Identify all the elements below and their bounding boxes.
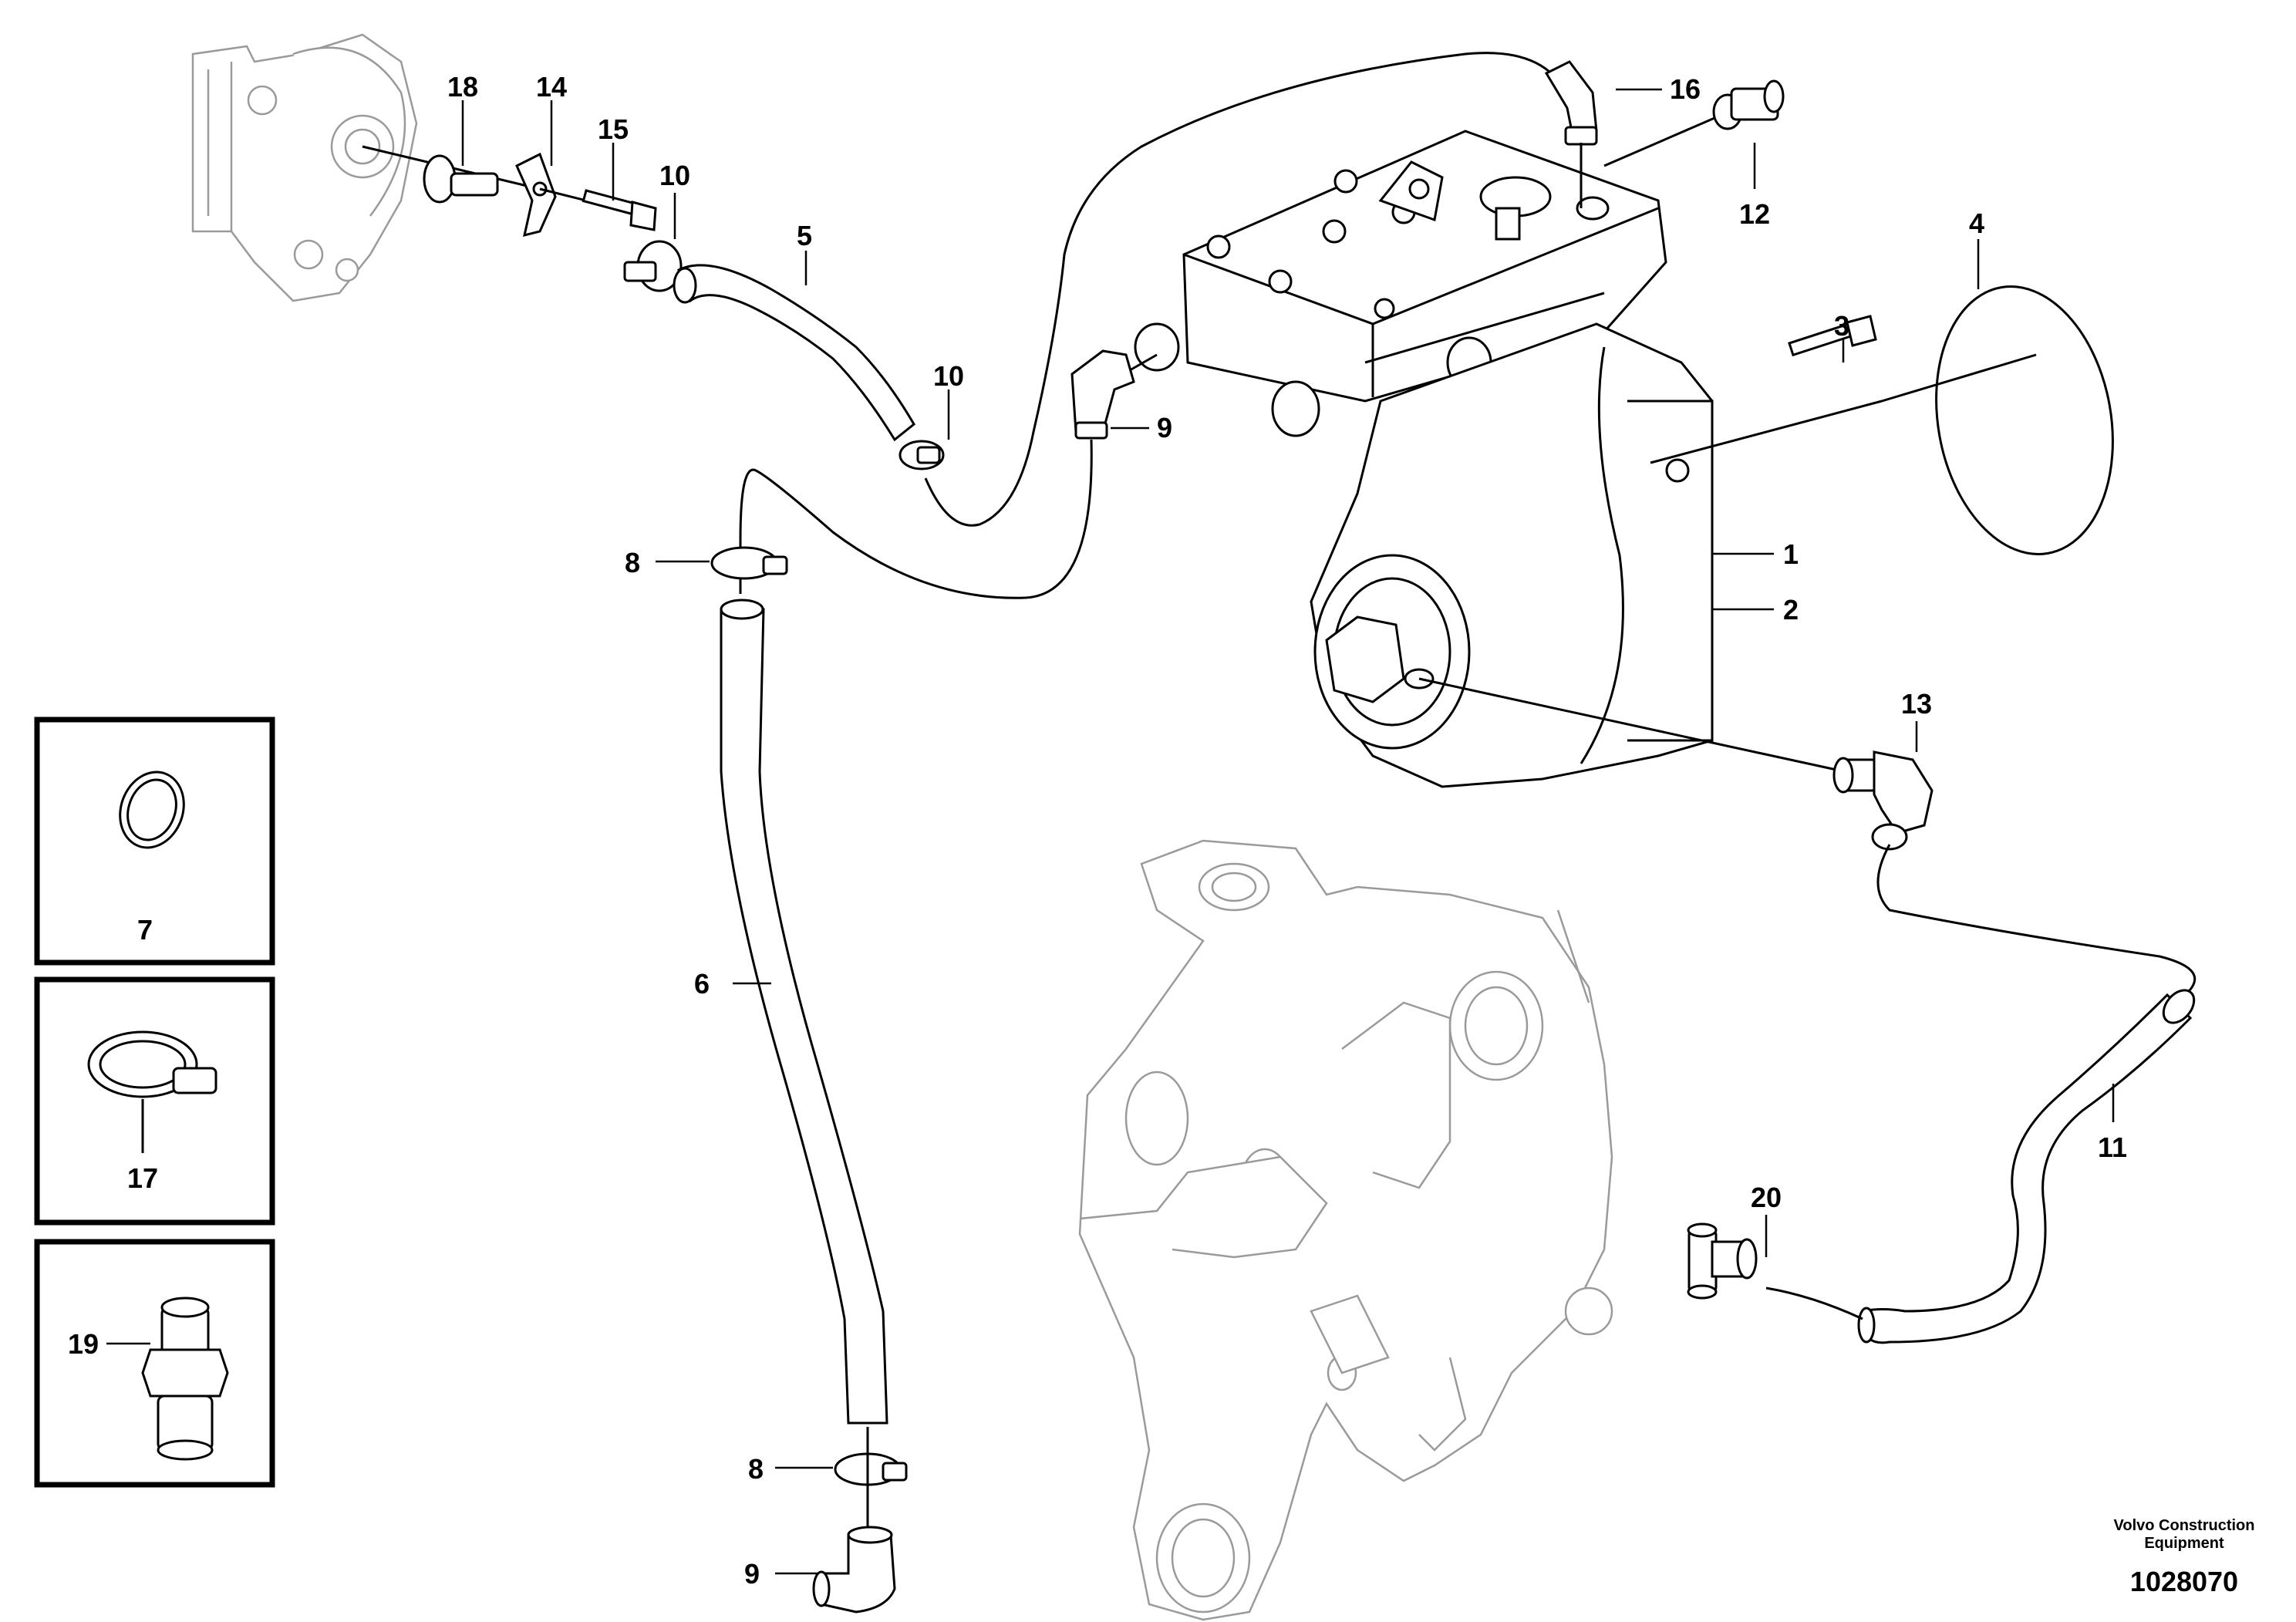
elbow-fitting-9-upper (1070, 349, 1158, 440)
callout-3: 3 (1834, 310, 1849, 342)
hose-6 (720, 599, 888, 1425)
elbow-fitting-16 (1544, 60, 1598, 208)
callout-2: 2 (1783, 594, 1799, 626)
brand-line-1: Volvo Construction (2114, 1517, 2255, 1534)
callout-4: 4 (1969, 207, 1984, 239)
brand-line-2: Equipment (2144, 1535, 2224, 1552)
callout-8-upper: 8 (625, 547, 640, 578)
pipe-tee-to-hose-11 (1765, 1286, 1863, 1320)
callout-12: 12 (1739, 198, 1770, 230)
compressor-head (1134, 130, 1667, 437)
elbow-fitting-13 (1832, 750, 1934, 851)
inset-box-7 (34, 717, 275, 966)
callout-16: 16 (1670, 73, 1701, 105)
inset-box-17 (34, 976, 275, 1226)
callout-8-lower: 8 (748, 1453, 764, 1485)
engine-mount-housing (191, 33, 418, 302)
callout-7: 7 (137, 914, 153, 946)
bolt-3 (1788, 315, 1877, 357)
pipe-upper-loop (924, 52, 1567, 527)
callout-14: 14 (536, 71, 567, 103)
callout-13: 13 (1901, 688, 1932, 720)
callout-10-lower: 10 (933, 360, 964, 392)
hose-11 (1857, 989, 2196, 1344)
callout-6: 6 (694, 968, 710, 1000)
engine-block-ghost (1078, 839, 1613, 1621)
hose-clamp-10-upper (623, 240, 683, 292)
callouts: 18 14 15 10 5 10 9 8 6 8 9 16 12 4 3 1 2… (68, 71, 2127, 1590)
callout-9-upper: 9 (1157, 412, 1172, 443)
callout-20: 20 (1751, 1182, 1782, 1213)
plug-12 (1603, 79, 1785, 167)
tee-fitting-20 (1687, 1222, 1758, 1300)
elbow-fitting-9-lower (812, 1526, 896, 1614)
hose-clamp-10-lower (899, 440, 945, 470)
bracket-14 (515, 152, 557, 238)
hose-5 (673, 264, 915, 442)
callout-17: 17 (127, 1162, 158, 1194)
pipe-to-elbow-13 (1418, 677, 1844, 773)
hose-clamp-8-upper (710, 546, 788, 580)
footer: Volvo Construction Equipment 1028070 (2114, 1517, 2255, 1597)
callout-10-upper: 10 (659, 160, 690, 191)
callout-5: 5 (797, 220, 812, 251)
drawing-number: 1028070 (2130, 1566, 2238, 1597)
callout-15: 15 (598, 113, 629, 145)
callout-19: 19 (68, 1328, 99, 1360)
callout-11: 11 (2098, 1131, 2127, 1163)
callout-18: 18 (447, 71, 478, 103)
inset-box-19 (34, 1239, 275, 1488)
compressor-body (1310, 322, 1714, 788)
bolt-15 (539, 187, 657, 231)
callout-1: 1 (1783, 538, 1799, 570)
pipe-to-hose-11 (1876, 844, 2197, 1004)
callout-9-lower: 9 (744, 1558, 760, 1590)
pipe-to-hose-6 (739, 439, 1093, 599)
hose-clamp-8-lower (834, 1427, 908, 1535)
leader-lines (106, 88, 2115, 1575)
fitting-18 (362, 145, 541, 204)
o-ring-4 (1881, 285, 2114, 555)
